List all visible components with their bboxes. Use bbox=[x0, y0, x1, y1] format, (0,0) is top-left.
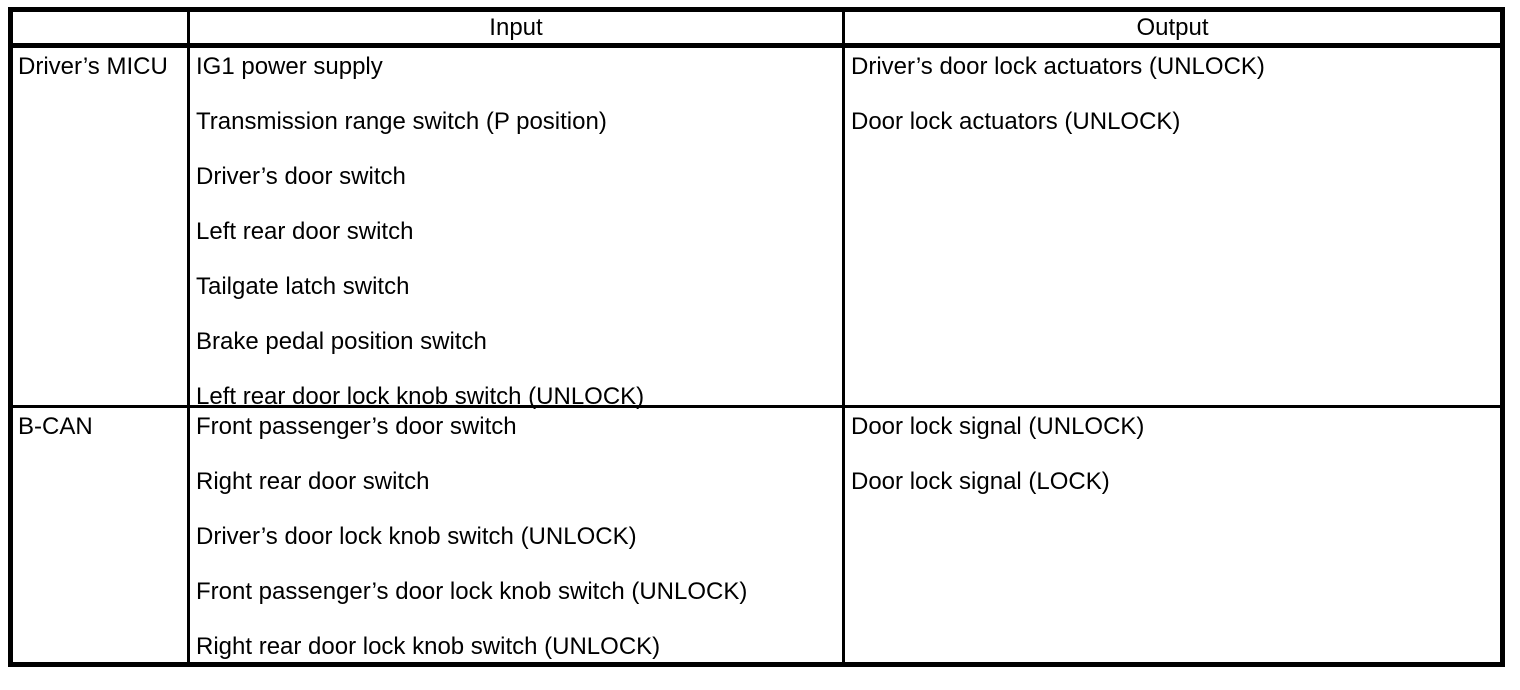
table-section-drivers-micu: Driver’s MICU IG1 power supply Transmiss… bbox=[13, 48, 1500, 409]
section-input-cell: Front passenger’s door switch Right rear… bbox=[190, 408, 845, 665]
list-item: Door lock signal (UNLOCK) bbox=[851, 413, 1145, 440]
list-item: Transmission range switch (P position) bbox=[196, 108, 607, 135]
section-label-cell: Driver’s MICU bbox=[13, 48, 190, 405]
table-section-b-can: B-CAN Front passenger’s door switch Righ… bbox=[13, 408, 1500, 665]
list-item: Front passenger’s door switch bbox=[196, 413, 517, 440]
table-header-row: Input Output bbox=[13, 12, 1500, 48]
list-item: Brake pedal position switch bbox=[196, 328, 487, 355]
section-label-cell: B-CAN bbox=[13, 408, 190, 665]
header-cell-corner bbox=[13, 12, 190, 43]
list-item: IG1 power supply bbox=[196, 53, 383, 80]
list-item: Driver’s door lock actuators (UNLOCK) bbox=[851, 53, 1265, 80]
list-item: Tailgate latch switch bbox=[196, 273, 410, 300]
header-cell-output: Output bbox=[1136, 13, 1209, 41]
list-item: Driver’s door lock knob switch (UNLOCK) bbox=[196, 523, 637, 550]
section-label: B-CAN bbox=[18, 413, 93, 440]
section-input-cell: IG1 power supply Transmission range swit… bbox=[190, 48, 845, 409]
header-cell-input: Input bbox=[190, 12, 845, 43]
list-item: Driver’s door switch bbox=[196, 163, 406, 190]
list-item: Door lock actuators (UNLOCK) bbox=[851, 108, 1181, 135]
list-item: Right rear door switch bbox=[196, 468, 430, 495]
list-item: Right rear door lock knob switch (UNLOCK… bbox=[196, 633, 661, 660]
list-item: Door lock signal (LOCK) bbox=[851, 468, 1110, 495]
section-output-cell: Door lock signal (UNLOCK) Door lock sign… bbox=[845, 408, 1500, 665]
list-item: Left rear door switch bbox=[196, 218, 414, 245]
input-output-table: Input Output Driver’s MICU IG1 power sup… bbox=[8, 7, 1505, 667]
section-output-cell: Driver’s door lock actuators (UNLOCK) Do… bbox=[845, 48, 1500, 405]
list-item: Front passenger’s door lock knob switch … bbox=[196, 578, 748, 605]
list-item: Left rear door lock knob switch (UNLOCK) bbox=[196, 383, 645, 410]
section-label: Driver’s MICU bbox=[18, 53, 168, 80]
